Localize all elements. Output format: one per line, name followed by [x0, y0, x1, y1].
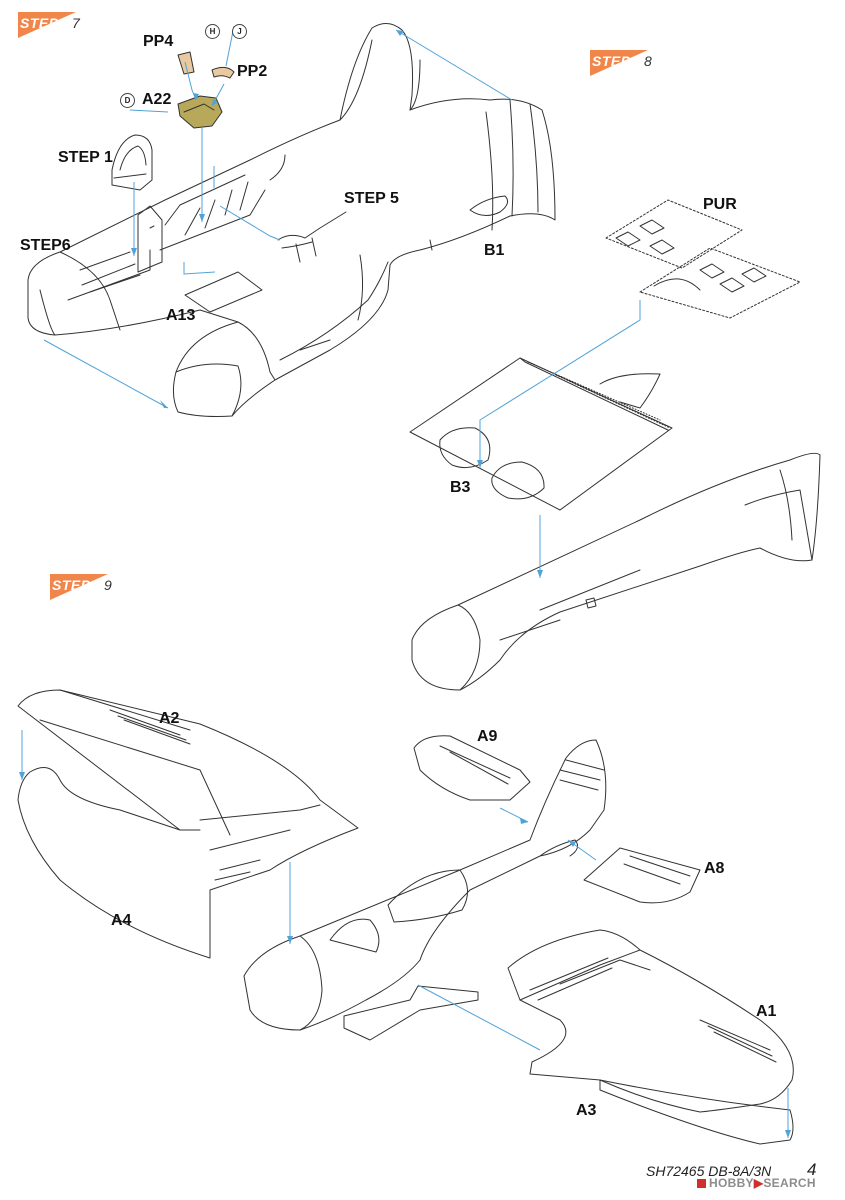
banner-triangle — [50, 574, 108, 600]
step-number: 8 — [644, 53, 652, 69]
step-word: STEP — [52, 577, 91, 593]
label-pp4: PP4 — [143, 33, 174, 50]
label-a22: A22 — [142, 91, 172, 108]
label-a8: A8 — [704, 860, 725, 877]
label-pp2: PP2 — [237, 63, 268, 80]
label-a13: A13 — [166, 307, 196, 324]
tail-a8 — [583, 847, 701, 904]
label-a4: A4 — [111, 912, 132, 929]
banner-triangle — [18, 12, 76, 38]
label-pur: PUR — [703, 196, 737, 213]
arrow-heads — [19, 30, 791, 1138]
label-b3: B3 — [450, 479, 471, 496]
bulkhead-step6 — [137, 205, 163, 273]
watermark-brand: HOBBY — [709, 1176, 754, 1190]
watermark: HOBBY▶SEARCH — [697, 1176, 816, 1190]
color-badge-h: H — [205, 24, 220, 39]
assembly-arrows — [21, 25, 789, 1138]
photo-etch-pur — [605, 199, 801, 319]
floor-panel-a13 — [184, 271, 263, 313]
hobby-search-logo-icon — [697, 1179, 706, 1188]
part-a22-cockpit-tub — [177, 95, 223, 129]
banner-triangle — [590, 50, 648, 76]
color-badge-j: J — [232, 24, 247, 39]
step-8-banner: STEP 8 — [590, 50, 674, 76]
step-9-banner: STEP 9 — [50, 574, 134, 600]
fuselage-final — [243, 739, 607, 1041]
wing-left-a2-a4 — [17, 689, 359, 959]
wing-center-b3 — [409, 357, 673, 511]
step-7-banner: STEP 7 — [18, 12, 102, 38]
step-word: STEP — [20, 15, 59, 31]
control-column-step5 — [277, 211, 347, 263]
footer-code: SH72465 DB-8A/3N — [646, 1163, 772, 1179]
label-step5: STEP 5 — [344, 190, 399, 207]
wing-right-a1-a3 — [507, 929, 794, 1145]
label-a3: A3 — [576, 1102, 597, 1119]
label-a9: A9 — [477, 728, 498, 745]
page-number: 4 — [807, 1160, 817, 1179]
fuselage-half-b1 — [27, 23, 556, 417]
label-b1: B1 — [484, 242, 505, 259]
watermark-suffix: SEARCH — [763, 1176, 816, 1190]
label-a2: A2 — [159, 710, 180, 727]
seat-step1 — [111, 134, 153, 191]
label-a1: A1 — [756, 1003, 777, 1020]
step-number: 7 — [72, 15, 80, 31]
part-pp2 — [211, 66, 235, 79]
tail-a9 — [413, 735, 531, 801]
watermark-separator: ▶ — [753, 1176, 764, 1190]
step-word: STEP — [592, 53, 631, 69]
label-step6: STEP6 — [20, 237, 71, 254]
color-badge-d: D — [120, 93, 135, 108]
step-number: 9 — [104, 577, 112, 593]
fuselage-assembled — [411, 452, 821, 691]
label-step1: STEP 1 — [58, 149, 113, 166]
part-pp4 — [177, 51, 195, 75]
